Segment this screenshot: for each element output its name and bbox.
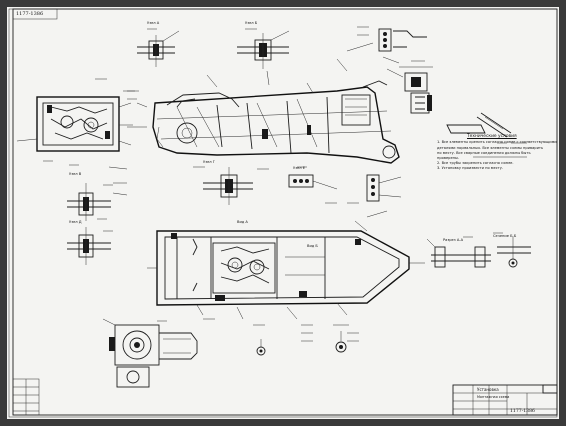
detail-node-1 [137,30,180,67]
title-block-sheet-number: 1177-1386 [510,409,535,414]
leader-lines [108,56,404,320]
notes-line: 1. Все элементы крепить согласно схеме с… [437,140,557,145]
detail-node-4 [399,66,433,92]
engineering-drawing [8,8,558,418]
notes-line: 2. Все трубы закрепить согласно схеме. [437,161,514,166]
notes-title: Технические условия [467,134,517,139]
notes-line: проверены. [437,155,459,160]
top-stamp-box [12,8,58,20]
revision-table [12,378,40,416]
node-label: Узел Е [293,166,306,170]
section-label: Сечение Б-Б [493,234,517,238]
notes-block: Технические условия 1. Все элементы креп… [437,134,557,173]
annotation-marks [43,26,527,342]
view-label: Вид Б [307,244,318,248]
detail-node-2 [237,30,290,69]
node-label: Узел Г [203,160,215,164]
top-stamp-text: 1177-1386 [16,11,44,17]
detail-node-6 [446,112,512,138]
front-view-block [16,96,133,152]
detail-node-11 [67,227,111,265]
notes-line: по месту. Все сварные соединения должны … [437,150,531,155]
detail-node-3 [346,28,427,52]
node-label: Узел Б [245,21,258,25]
engine-detail [102,318,198,388]
sheet-frame [12,8,558,416]
plan-view-hull [147,230,425,306]
side-view-hull [127,80,400,164]
detail-node-14 [256,339,266,356]
sheet-outer-frame [8,8,558,418]
title-block-subtitle: Монтажная схема [477,395,510,399]
node-label: Узел А [147,21,160,25]
detail-node-8 [203,167,253,205]
section-label: Разрез А-А [443,238,464,242]
view-label: Вид А [237,220,248,224]
title-block-name: Установка [477,387,499,392]
node-label: Узел Д [69,220,82,224]
detail-node-13 [497,237,531,268]
notes-line: деталями нормальных. Все элементы схемы … [437,145,544,150]
node-label: Узел В [69,172,82,176]
detail-node-15 [333,324,349,353]
detail-node-5 [410,92,432,114]
detail-node-10 [366,174,402,202]
detail-node-7 [67,183,111,221]
detail-node-9 [288,174,338,190]
title-block [452,384,558,416]
detail-node-12 [426,238,491,268]
drawing-sheet: 1177-1386 Технические условия 1. Все эле… [7,7,559,419]
notes-line: 3. Установку произвести по месту. [437,166,504,171]
